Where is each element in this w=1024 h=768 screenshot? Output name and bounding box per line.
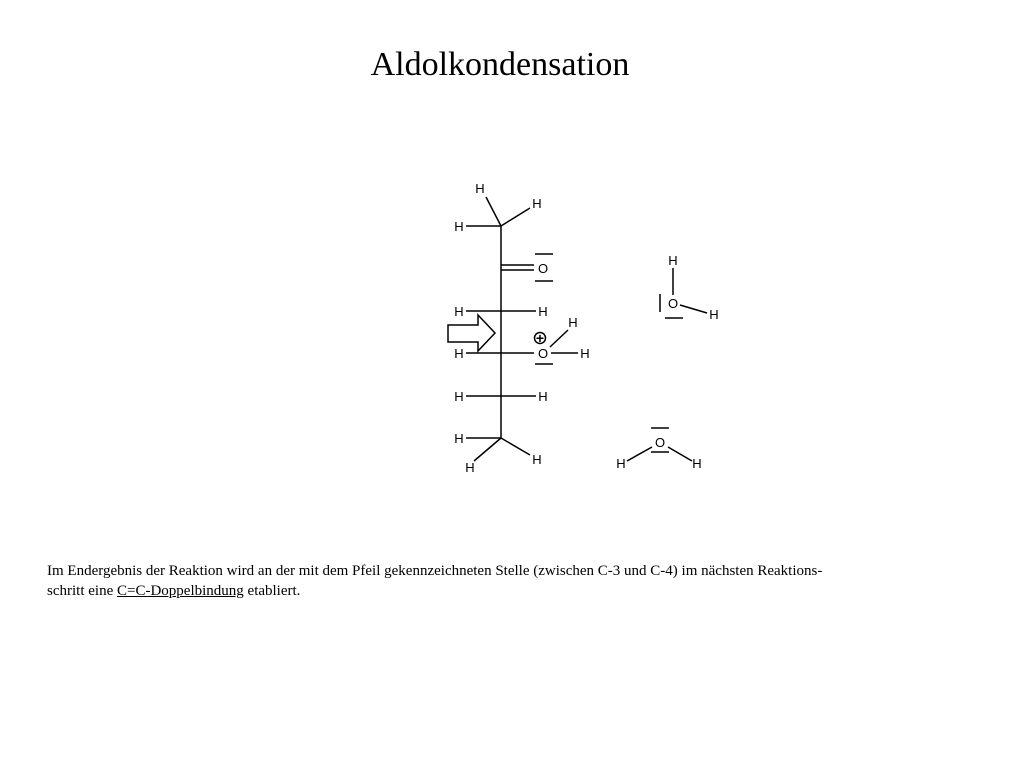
atom-h: H (616, 456, 625, 471)
plus-charge-ring (533, 331, 547, 345)
double-bond-term: C=C-Doppelbindung (116, 583, 244, 599)
atom-o: O (538, 261, 548, 276)
explanation-text: Im Endergebnis der Reaktion wird an der … (47, 561, 967, 601)
atom-h: H (454, 346, 463, 361)
plus-charge-sign: + (536, 330, 544, 346)
atom-h: H (568, 315, 577, 330)
atom-h: H (475, 181, 484, 196)
atom-h: H (465, 460, 474, 475)
bond-w2-o-h-left (626, 446, 653, 462)
bond-c1-h-right (500, 207, 531, 227)
atom-labels: H H H O H H H + H O H H H H H H H O H O … (454, 181, 718, 475)
block-arrow-icon (447, 313, 497, 353)
atom-o: O (538, 346, 548, 361)
atom-h: H (532, 196, 541, 211)
atom-h: H (454, 431, 463, 446)
bond-c1-h-top (485, 196, 502, 227)
bond-w2-o-h-right (667, 446, 693, 462)
atom-h: H (580, 346, 589, 361)
atom-h: H (532, 452, 541, 467)
atom-h: H (709, 307, 718, 322)
bond-c6-h-bottomright (500, 437, 531, 456)
atom-h: H (454, 389, 463, 404)
atom-h: H (692, 456, 701, 471)
atom-h: H (668, 253, 677, 268)
caption-line-2-start: schritt eine (47, 583, 117, 599)
bonds (466, 196, 708, 462)
bond-w1-o-h-right (679, 304, 708, 314)
atom-h: H (454, 219, 463, 234)
caption-line-1: Im Endergebnis der Reaktion wird an der … (47, 563, 823, 579)
page-title: Aldolkondensation (370, 46, 630, 83)
atom-h: H (538, 304, 547, 319)
atom-o: O (655, 435, 665, 450)
atom-h: H (538, 389, 547, 404)
bond-o2-h-top (549, 329, 569, 348)
bond-c6-h-bottomleft (473, 437, 502, 462)
caption-line-2-end: etabliert. (243, 583, 301, 599)
atom-o: O (668, 296, 678, 311)
atom-h: H (454, 304, 463, 319)
